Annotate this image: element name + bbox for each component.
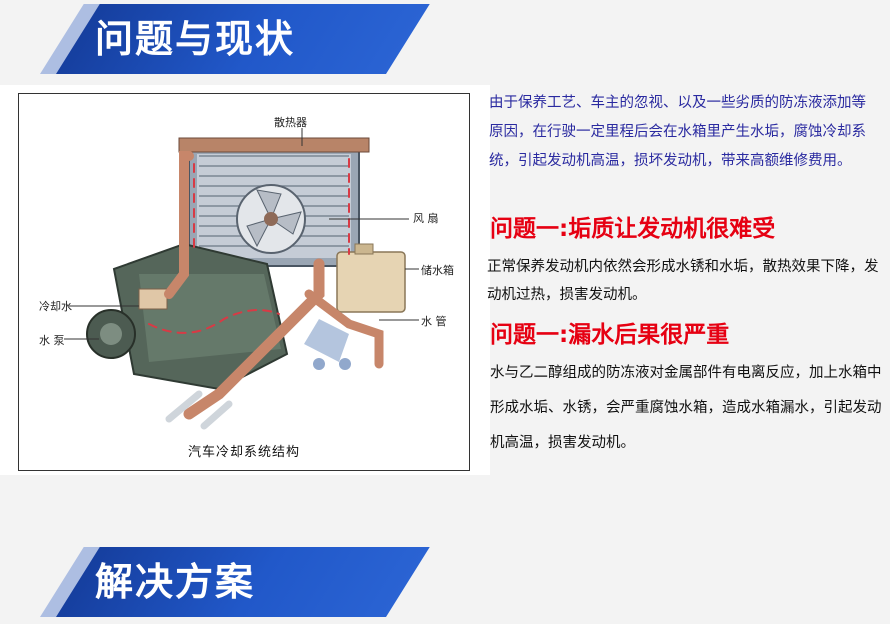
problem-1-text: 正常保养发动机内依然会形成水锈和水垢，散热效果下降，发动机过热，损害发动机。 xyxy=(487,259,879,303)
label-radiator: 散热器 xyxy=(274,116,307,129)
section-banner-problem: 问题与现状 xyxy=(0,4,890,74)
coolant-hoses xyxy=(148,151,384,430)
label-pump: 水 泵 xyxy=(39,334,65,347)
section-title-solution: 解决方案 xyxy=(95,560,256,604)
cooling-system-diagram xyxy=(64,128,419,430)
figure-frame: 散热器 风 扇 储水箱 水 管 冷却水 水 泵 汽车冷却系统结构 xyxy=(18,93,470,471)
problem-2-title: 问题一:漏水后果很严重 xyxy=(490,322,730,348)
label-coolant: 冷却水 xyxy=(39,300,72,313)
problem-2-text: 水与乙二醇组成的防冻液对金属部件有电离反应，加上水箱中形成水垢、水锈，会严重腐蚀… xyxy=(490,365,882,451)
label-fan: 风 扇 xyxy=(413,212,439,225)
label-hose: 水 管 xyxy=(421,315,447,328)
reservoir-shape xyxy=(336,243,406,313)
section-title-problem: 问题与现状 xyxy=(95,17,296,61)
watermark-logo xyxy=(304,319,351,370)
cooling-system-figure: 散热器 风 扇 储水箱 水 管 冷却水 水 泵 汽车冷却系统结构 xyxy=(0,85,490,475)
figure-caption: 汽车冷却系统结构 xyxy=(187,445,300,460)
label-reservoir: 储水箱 xyxy=(421,264,454,277)
fan-shape xyxy=(236,184,306,254)
intro-paragraph: 由于保养工艺、车主的忽视、以及一些劣质的防冻液添加等原因，在行驶一定里程后会在水… xyxy=(489,95,866,169)
section-banner-solution: 解决方案 xyxy=(0,547,890,617)
problem-1-title: 问题一:垢质让发动机很难受 xyxy=(490,216,776,242)
engine-shape xyxy=(86,242,289,391)
